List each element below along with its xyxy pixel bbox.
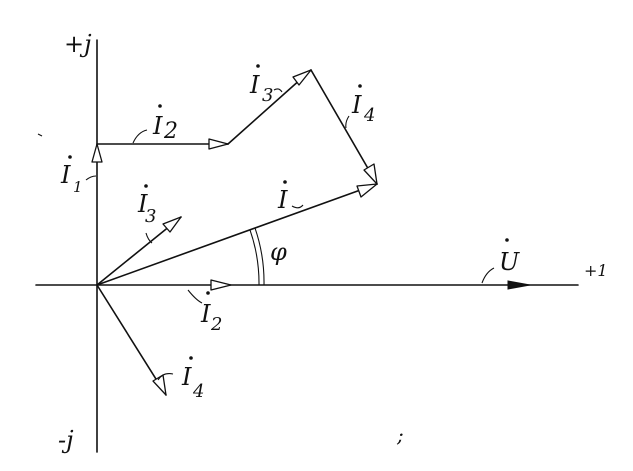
label-i2-origin-subscript: 2 xyxy=(210,314,222,335)
label-i3-chain-subscript: 3 xyxy=(262,85,273,106)
phasor-i3-arrowhead xyxy=(162,216,182,233)
phi-arc-outer xyxy=(254,227,265,286)
chain-i2-arrowhead xyxy=(208,138,229,150)
label-i1: I 1 xyxy=(60,155,97,196)
label-i3-chain-symbol: I xyxy=(249,71,260,99)
phi-arc-inner xyxy=(249,229,260,286)
label-i3-origin-subscript: 3 xyxy=(145,206,156,227)
label-u: U xyxy=(481,238,520,284)
label-u-leader xyxy=(481,267,495,284)
label-i2-chain-dot xyxy=(158,104,162,108)
label-i2-origin: I 2 xyxy=(187,289,222,335)
label-i3-chain: I 3 xyxy=(249,64,283,106)
label-i-total-symbol: I xyxy=(277,186,288,214)
label-i4-chain-dot xyxy=(358,84,362,88)
label-i2-origin-leader xyxy=(187,289,203,304)
chain-i4 xyxy=(310,69,378,185)
label-i4-chain-subscript: 4 xyxy=(363,105,375,126)
phasor-i-total-arrowhead xyxy=(356,183,378,198)
chain-i1-arrowhead xyxy=(91,143,103,163)
label-i4-origin-leader xyxy=(157,373,174,381)
label-i-total: I xyxy=(277,180,304,214)
label-i1-symbol: I xyxy=(60,161,71,189)
label-i1-subscript: 1 xyxy=(73,178,83,196)
label-i4-origin-subscript: 4 xyxy=(192,381,204,402)
label-i2-origin-dot xyxy=(206,291,210,295)
label-i1-leader xyxy=(85,175,97,181)
positive-imag-axis-label: +j xyxy=(64,30,92,58)
label-i3-chain-dot xyxy=(256,64,260,68)
stray-semicolon: ; xyxy=(396,423,404,447)
phasor-i4-arrowhead xyxy=(152,374,167,396)
label-i1-dot xyxy=(68,155,72,159)
label-i3-chain-leader xyxy=(273,88,283,93)
stray-tick xyxy=(37,133,43,137)
phi-label: φ xyxy=(270,238,287,266)
label-i2-chain-subscript: 2 xyxy=(163,119,178,144)
label-i4-origin-dot xyxy=(189,356,193,360)
phasor-i2-arrowhead xyxy=(210,279,232,291)
chain-i4-arrowhead xyxy=(363,163,378,185)
real-axis-arrow xyxy=(507,280,531,290)
label-i3-origin: I 3 xyxy=(137,184,156,244)
negative-imag-axis-label: -j xyxy=(58,426,74,454)
label-i3-origin-dot xyxy=(144,184,148,188)
label-i4-chain: I 4 xyxy=(345,84,375,129)
chain-i3-arrowhead xyxy=(292,69,312,86)
label-i4-chain-symbol: I xyxy=(351,91,362,119)
label-i2-chain-symbol: I xyxy=(152,112,163,140)
label-u-symbol: U xyxy=(499,248,520,276)
label-i2-chain-leader xyxy=(132,129,148,144)
label-i4-chain-leader xyxy=(345,115,350,129)
label-i3-origin-leader xyxy=(145,232,153,244)
label-u-dot xyxy=(505,238,509,242)
phasor-i4 xyxy=(96,284,167,396)
label-i4-origin-symbol: I xyxy=(181,363,192,391)
label-i4-origin: I 4 xyxy=(157,356,204,402)
label-i2-origin-symbol: I xyxy=(200,300,211,328)
label-i-total-dot xyxy=(283,180,287,184)
label-i3-origin-symbol: I xyxy=(137,190,148,218)
label-i2-chain: I 2 xyxy=(132,104,178,144)
positive-real-axis-label: +1 xyxy=(584,261,608,280)
label-i-total-leader xyxy=(291,204,304,209)
phasor-i-total xyxy=(96,183,378,286)
